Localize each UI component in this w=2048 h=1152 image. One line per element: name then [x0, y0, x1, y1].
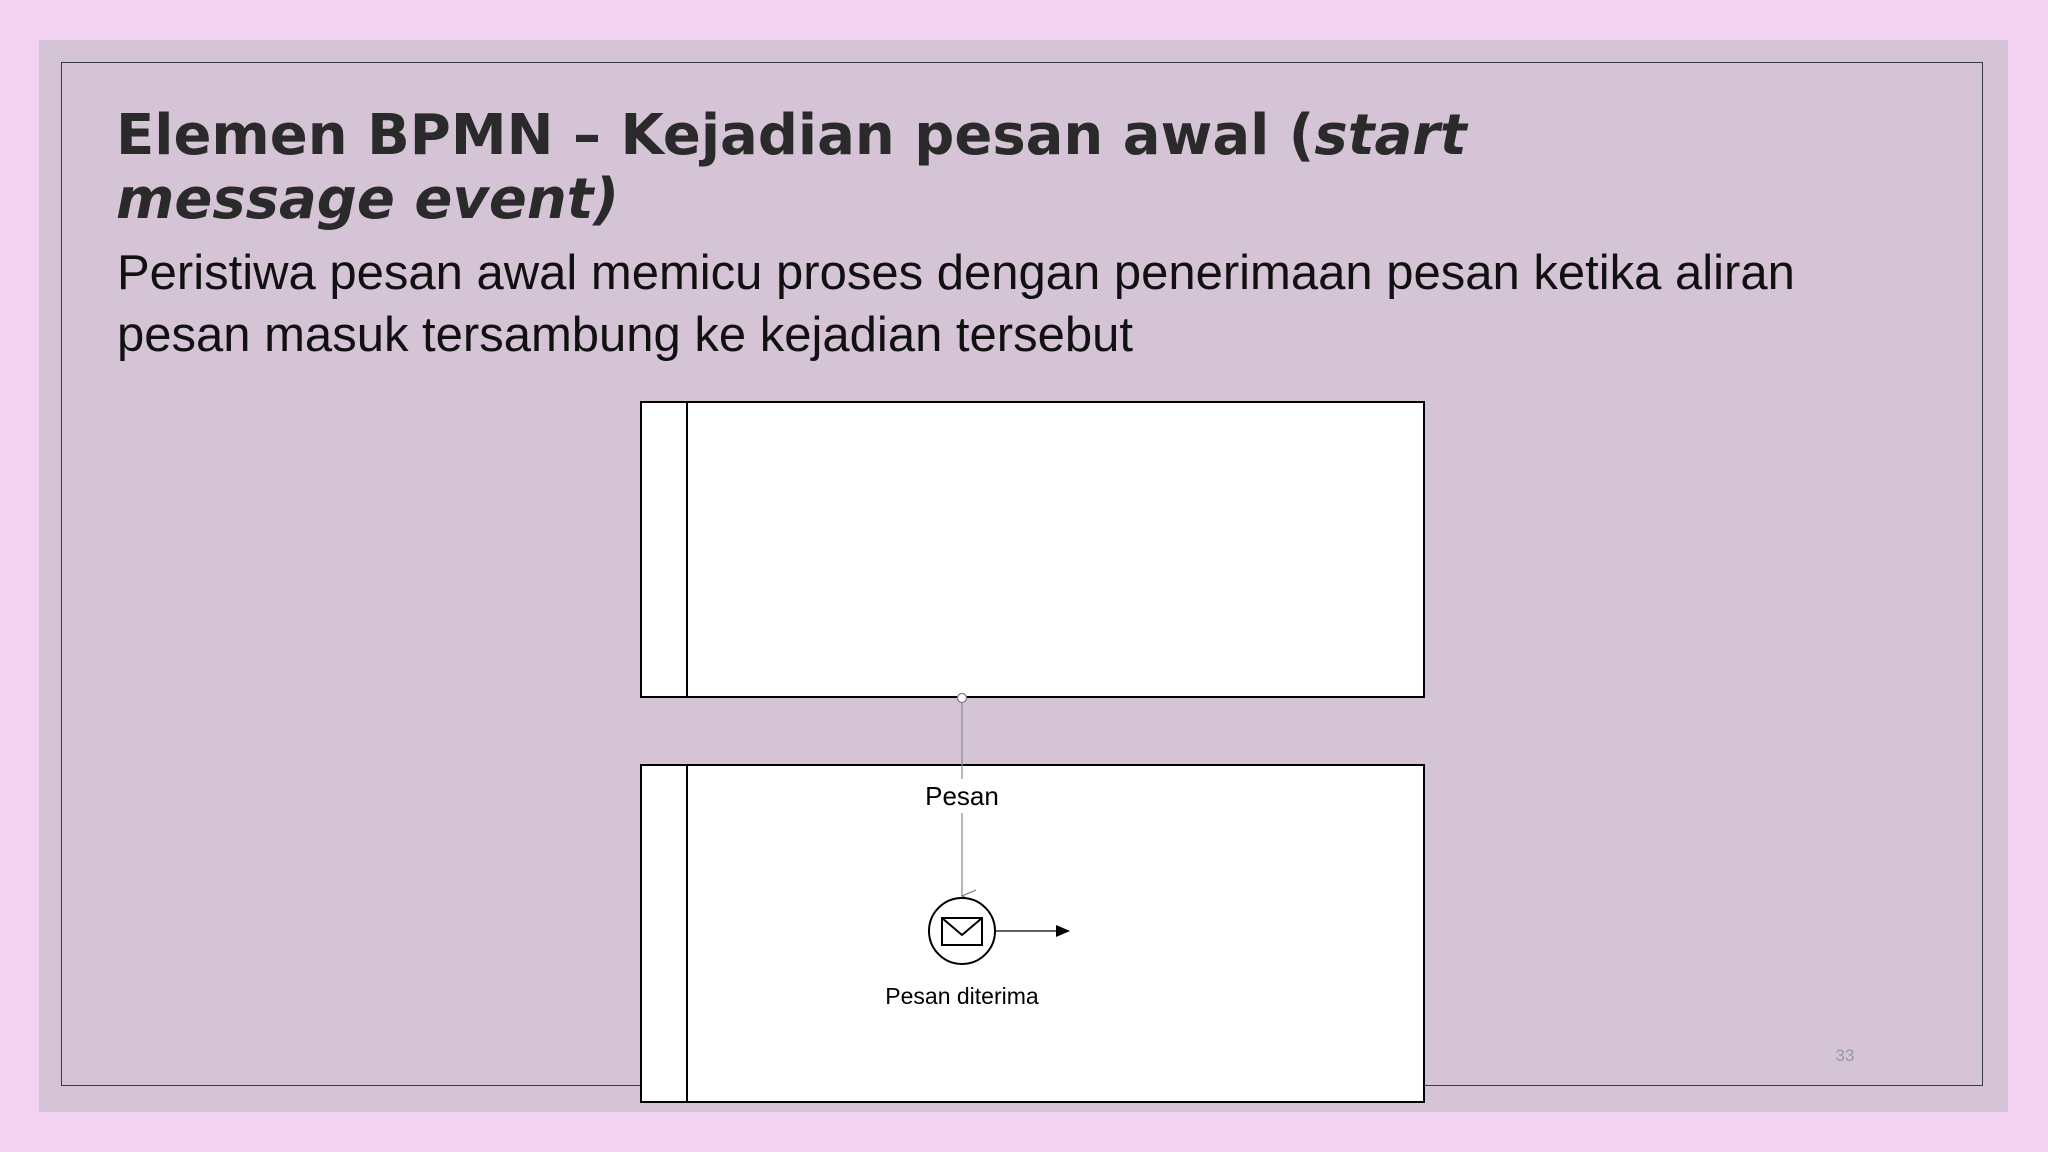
message-flow-label: Pesan — [925, 781, 999, 811]
pool-bottom[interactable] — [640, 764, 1425, 1103]
title-italic: start message event) — [116, 103, 1467, 232]
pool-top[interactable] — [640, 401, 1425, 698]
message-flow-origin — [956, 692, 968, 704]
start-message-event[interactable] — [928, 897, 996, 965]
start-event-label: Pesan diterima — [885, 983, 1039, 1009]
slide-description: Peristiwa pesan awal memicu proses denga… — [117, 246, 1795, 362]
message-flow[interactable] — [956, 692, 968, 897]
envelope-icon — [941, 917, 983, 946]
page-number: 33 — [1835, 1046, 1855, 1065]
slide-title: Elemen BPMN – Kejadian pesan awal (start… — [116, 104, 1616, 232]
title-main: Elemen BPMN – Kejadian pesan awal ( — [116, 103, 1315, 168]
